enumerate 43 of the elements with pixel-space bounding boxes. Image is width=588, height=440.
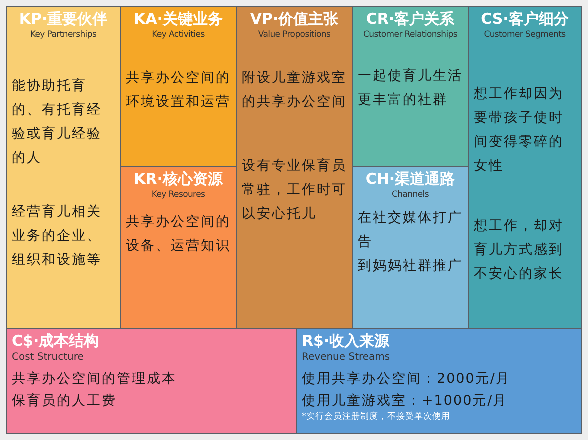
canvas-block	[120, 166, 237, 329]
block-text: 保育员的人工费	[12, 392, 118, 411]
block-subtitle: Customer Relationships	[362, 29, 458, 42]
block-subtitle: Cost Structure	[12, 351, 85, 364]
block-heading: KP·重要伙伴	[18, 10, 109, 29]
block-text: 能协助托育的、有托育经验或育儿经验的人	[12, 77, 103, 168]
block-subtitle: Customer Segments	[483, 29, 567, 42]
block-text: 共享办公空间的环境设置和运营	[126, 69, 231, 112]
canvas-block	[236, 6, 353, 329]
footnote: *实行会员注册制度，不接受单次使用	[302, 412, 452, 423]
block-subtitle: Value Propositions	[257, 29, 332, 42]
canvas-block	[296, 328, 582, 434]
block-text: 一起使育儿生活更丰富的社群	[358, 67, 463, 110]
canvas-block	[6, 328, 297, 434]
block-text: 共享办公空间的管理成本	[12, 370, 178, 389]
block-text: 附设儿童游戏室的共享办公空间	[242, 69, 347, 112]
block-heading: KR·核心资源	[133, 170, 224, 189]
block-text: 经营育儿相关业务的企业、组织和设施等	[12, 203, 103, 270]
block-text: 到妈妈社群推广	[358, 257, 463, 276]
block-heading: C$·成本结构	[12, 332, 100, 351]
block-heading: CH·渠道通路	[364, 170, 456, 189]
canvas-block	[468, 6, 582, 329]
block-text: 共享办公空间的设备、运营知识	[126, 213, 231, 256]
block-subtitle: Revenue Streams	[302, 351, 392, 364]
block-text: 使用儿童游戏室：+1000元/月	[302, 392, 510, 411]
canvas-block	[352, 6, 469, 167]
canvas-block	[6, 6, 121, 329]
block-subtitle: Channels	[391, 189, 430, 202]
block-text: 想工作却因为要带孩子使时间变得零碎的女性	[474, 85, 565, 176]
block-heading: CR·客户关系	[365, 10, 456, 29]
block-subtitle: Key Activities	[151, 29, 206, 42]
canvas-block	[352, 166, 469, 329]
block-heading: VP·价值主张	[249, 10, 340, 29]
block-heading: KA·关键业务	[133, 10, 224, 29]
block-subtitle: Key Partnerships	[29, 29, 98, 42]
block-text: 想工作，却对育儿方式感到不安心的家长	[474, 217, 565, 284]
block-text: 使用共享办公空间：2000元/月	[302, 370, 512, 389]
block-text: 在社交媒体打广告	[358, 209, 463, 252]
block-text: 设有专业保育员常驻，工作时可以安心托儿	[242, 157, 347, 224]
block-heading: R$·收入来源	[302, 332, 391, 351]
block-heading: CS·客户细分	[480, 10, 570, 29]
block-subtitle: Key Resoures	[150, 189, 206, 202]
canvas-block	[120, 6, 237, 167]
